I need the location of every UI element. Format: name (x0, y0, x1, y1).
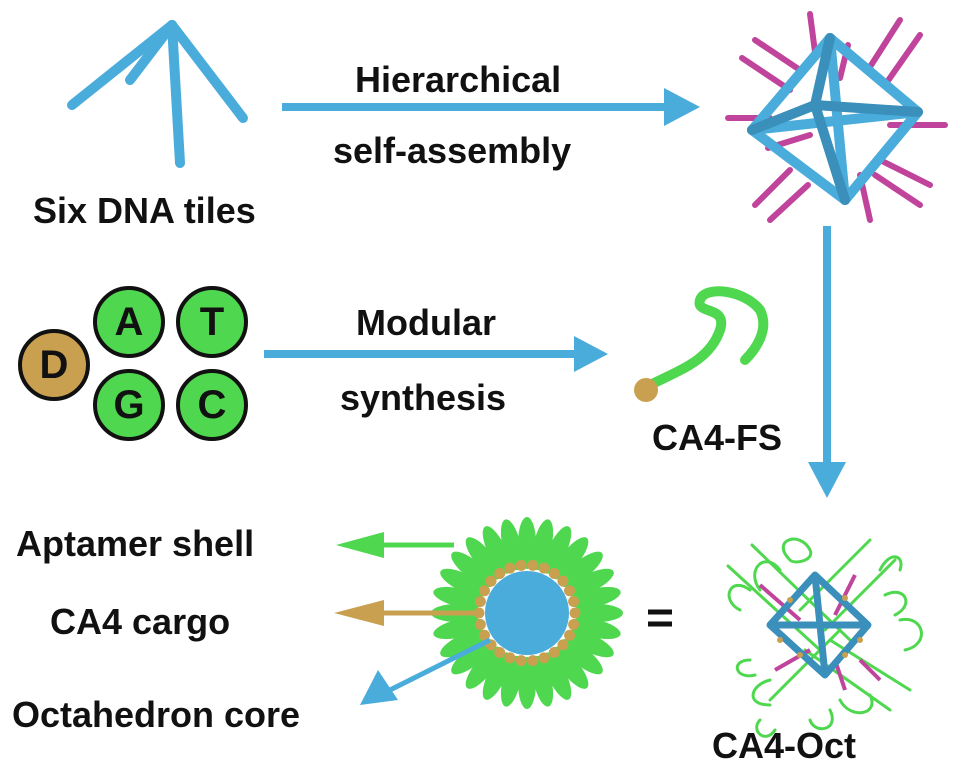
assembly-down-arrow (808, 226, 846, 498)
aptamer-petal (433, 618, 485, 640)
micelle-icon (431, 517, 623, 709)
aptamer-petal (552, 537, 589, 580)
octahedron-icon (725, 11, 948, 223)
equals-sign (648, 609, 672, 627)
base-letter: D (39, 342, 69, 387)
ca4-fs-strand-icon (634, 286, 769, 402)
aptamer-petal (543, 652, 572, 700)
aptamer-petal (560, 638, 603, 675)
modular-arrow (264, 336, 608, 372)
aptamer-petal (518, 517, 536, 569)
base-c: C (176, 369, 248, 441)
aptamer-petal (440, 568, 488, 597)
aptamer-petal (440, 629, 488, 658)
cargo-bead (568, 618, 580, 630)
aptamer-petal (465, 646, 502, 689)
dna-tile-icon (67, 20, 248, 168)
cargo-bead (538, 562, 550, 574)
base-t: T (176, 286, 248, 358)
cargo-bead (473, 607, 485, 619)
aptamer-petal (482, 526, 511, 574)
cargo-bead (548, 647, 560, 659)
hierarchical-arrow (282, 88, 700, 126)
aptamer-petal (451, 638, 494, 675)
base-letter: C (197, 382, 227, 427)
cargo-bead (504, 562, 516, 574)
aptamer-shell-arrow (336, 532, 454, 558)
aptamer-petal (552, 646, 589, 689)
base-letter: T (199, 299, 225, 344)
aptamer-petal (560, 551, 603, 588)
six-dna-tiles-label: Six DNA tiles (33, 190, 256, 231)
aptamer-petal (569, 586, 621, 608)
cargo-bead (474, 618, 486, 630)
cargo-bead (538, 652, 550, 664)
cargo-bead (564, 629, 576, 641)
base-letter: A (114, 299, 144, 344)
ca4-cargo-arrow (334, 600, 478, 626)
base-a: A (93, 286, 165, 358)
cargo-bead (515, 655, 527, 667)
cargo-bead (474, 596, 486, 608)
base-letter: G (113, 382, 145, 427)
aptamer-petal (566, 568, 614, 597)
cargo-bead (564, 585, 576, 597)
aptamer-petal (482, 652, 511, 700)
cargo-bead (557, 639, 569, 651)
cargo-bead (494, 567, 506, 579)
ca4-fs-label: CA4-FS (652, 417, 783, 458)
octahedron-core (485, 571, 569, 655)
aptamer-petal (518, 657, 536, 709)
modular-label: Modular (356, 302, 496, 343)
aptamer-petal (532, 655, 554, 707)
cargo-bead (569, 607, 581, 619)
aptamer-petal (566, 629, 614, 658)
cargo-bead (504, 652, 516, 664)
cargo-bead (548, 567, 560, 579)
ca4-cargo-label: CA4 cargo (50, 601, 231, 642)
aptamer-petal (500, 519, 522, 571)
octahedron-core-label: Octahedron core (12, 694, 301, 735)
cargo-bead (478, 585, 490, 597)
cargo-bead (568, 596, 580, 608)
synthesis-label: synthesis (340, 377, 507, 418)
aptamer-petal (543, 526, 572, 574)
cargo-bead (515, 559, 527, 571)
ca4-oct-icon (726, 537, 923, 738)
ca4-oct-label: CA4-Oct (712, 725, 857, 766)
base-d: D (18, 329, 90, 401)
aptamer-petal (571, 604, 623, 622)
cargo-bead (494, 647, 506, 659)
hierarchical-label: Hierarchical (355, 59, 562, 100)
base-g: G (93, 369, 165, 441)
cargo-bead (527, 655, 539, 667)
octahedron-core-arrow (360, 637, 492, 705)
cargo-bead (485, 575, 497, 587)
self-assembly-label: self-assembly (333, 130, 572, 171)
aptamer-shell-label: Aptamer shell (16, 523, 255, 564)
aptamer-petal (465, 537, 502, 580)
aptamer-petal (451, 551, 494, 588)
cargo-bead (478, 629, 490, 641)
cargo-bead (557, 575, 569, 587)
cargo-bead (527, 559, 539, 571)
